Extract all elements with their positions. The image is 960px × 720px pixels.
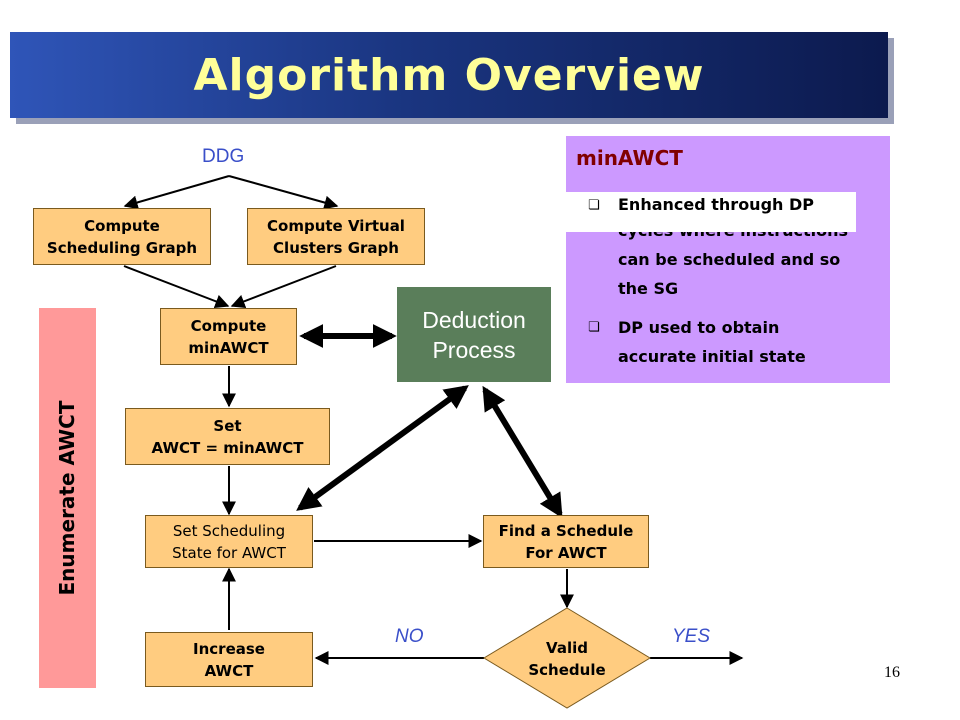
page-number: 16 — [884, 664, 900, 681]
minawct-info-panel — [566, 136, 890, 383]
set-scheduling-state-box: Set Scheduling State for AWCT — [145, 515, 313, 568]
arrow-find-deduction — [482, 385, 563, 519]
find-schedule-box: Find a Schedule For AWCT — [483, 515, 649, 568]
slide-title: Algorithm Overview — [193, 49, 705, 101]
bullet-2-icon: ❏ — [588, 320, 600, 335]
compute-minawct-box: Compute minAWCT — [160, 308, 297, 365]
minawct-panel-title: minAWCT — [576, 146, 683, 170]
valid-schedule-diamond — [483, 607, 651, 709]
arrow-ddg-to-vcg — [228, 175, 339, 210]
ddg-label: DDG — [202, 146, 245, 167]
arrow-ddg-to-sg — [123, 175, 230, 210]
bullet-1-overlay — [566, 192, 856, 232]
valid-schedule-label: Valid Schedule — [528, 639, 606, 679]
bullet-1-text: Enhanced through DP — [618, 195, 814, 214]
bullet-2-text: DP used to obtain accurate initial state — [618, 318, 806, 366]
arrow-vcg-to-minawct — [230, 265, 337, 309]
compute-scheduling-graph-box: Compute Scheduling Graph — [33, 208, 211, 265]
arrow-sg-to-minawct — [123, 265, 230, 309]
yes-label: YES — [672, 626, 711, 647]
set-awct-box: Set AWCT = minAWCT — [125, 408, 330, 465]
deduction-process-box: Deduction Process — [397, 287, 551, 382]
arrow-state-deduction — [296, 385, 469, 511]
no-label: NO — [395, 626, 424, 647]
enumerate-awct-panel — [39, 308, 96, 688]
title-bar: Algorithm Overview — [10, 32, 888, 118]
bullet-1-icon: ❏ — [588, 198, 600, 213]
compute-virtual-clusters-graph-box: Compute Virtual Clusters Graph — [247, 208, 425, 265]
increase-awct-box: Increase AWCT — [145, 632, 313, 687]
